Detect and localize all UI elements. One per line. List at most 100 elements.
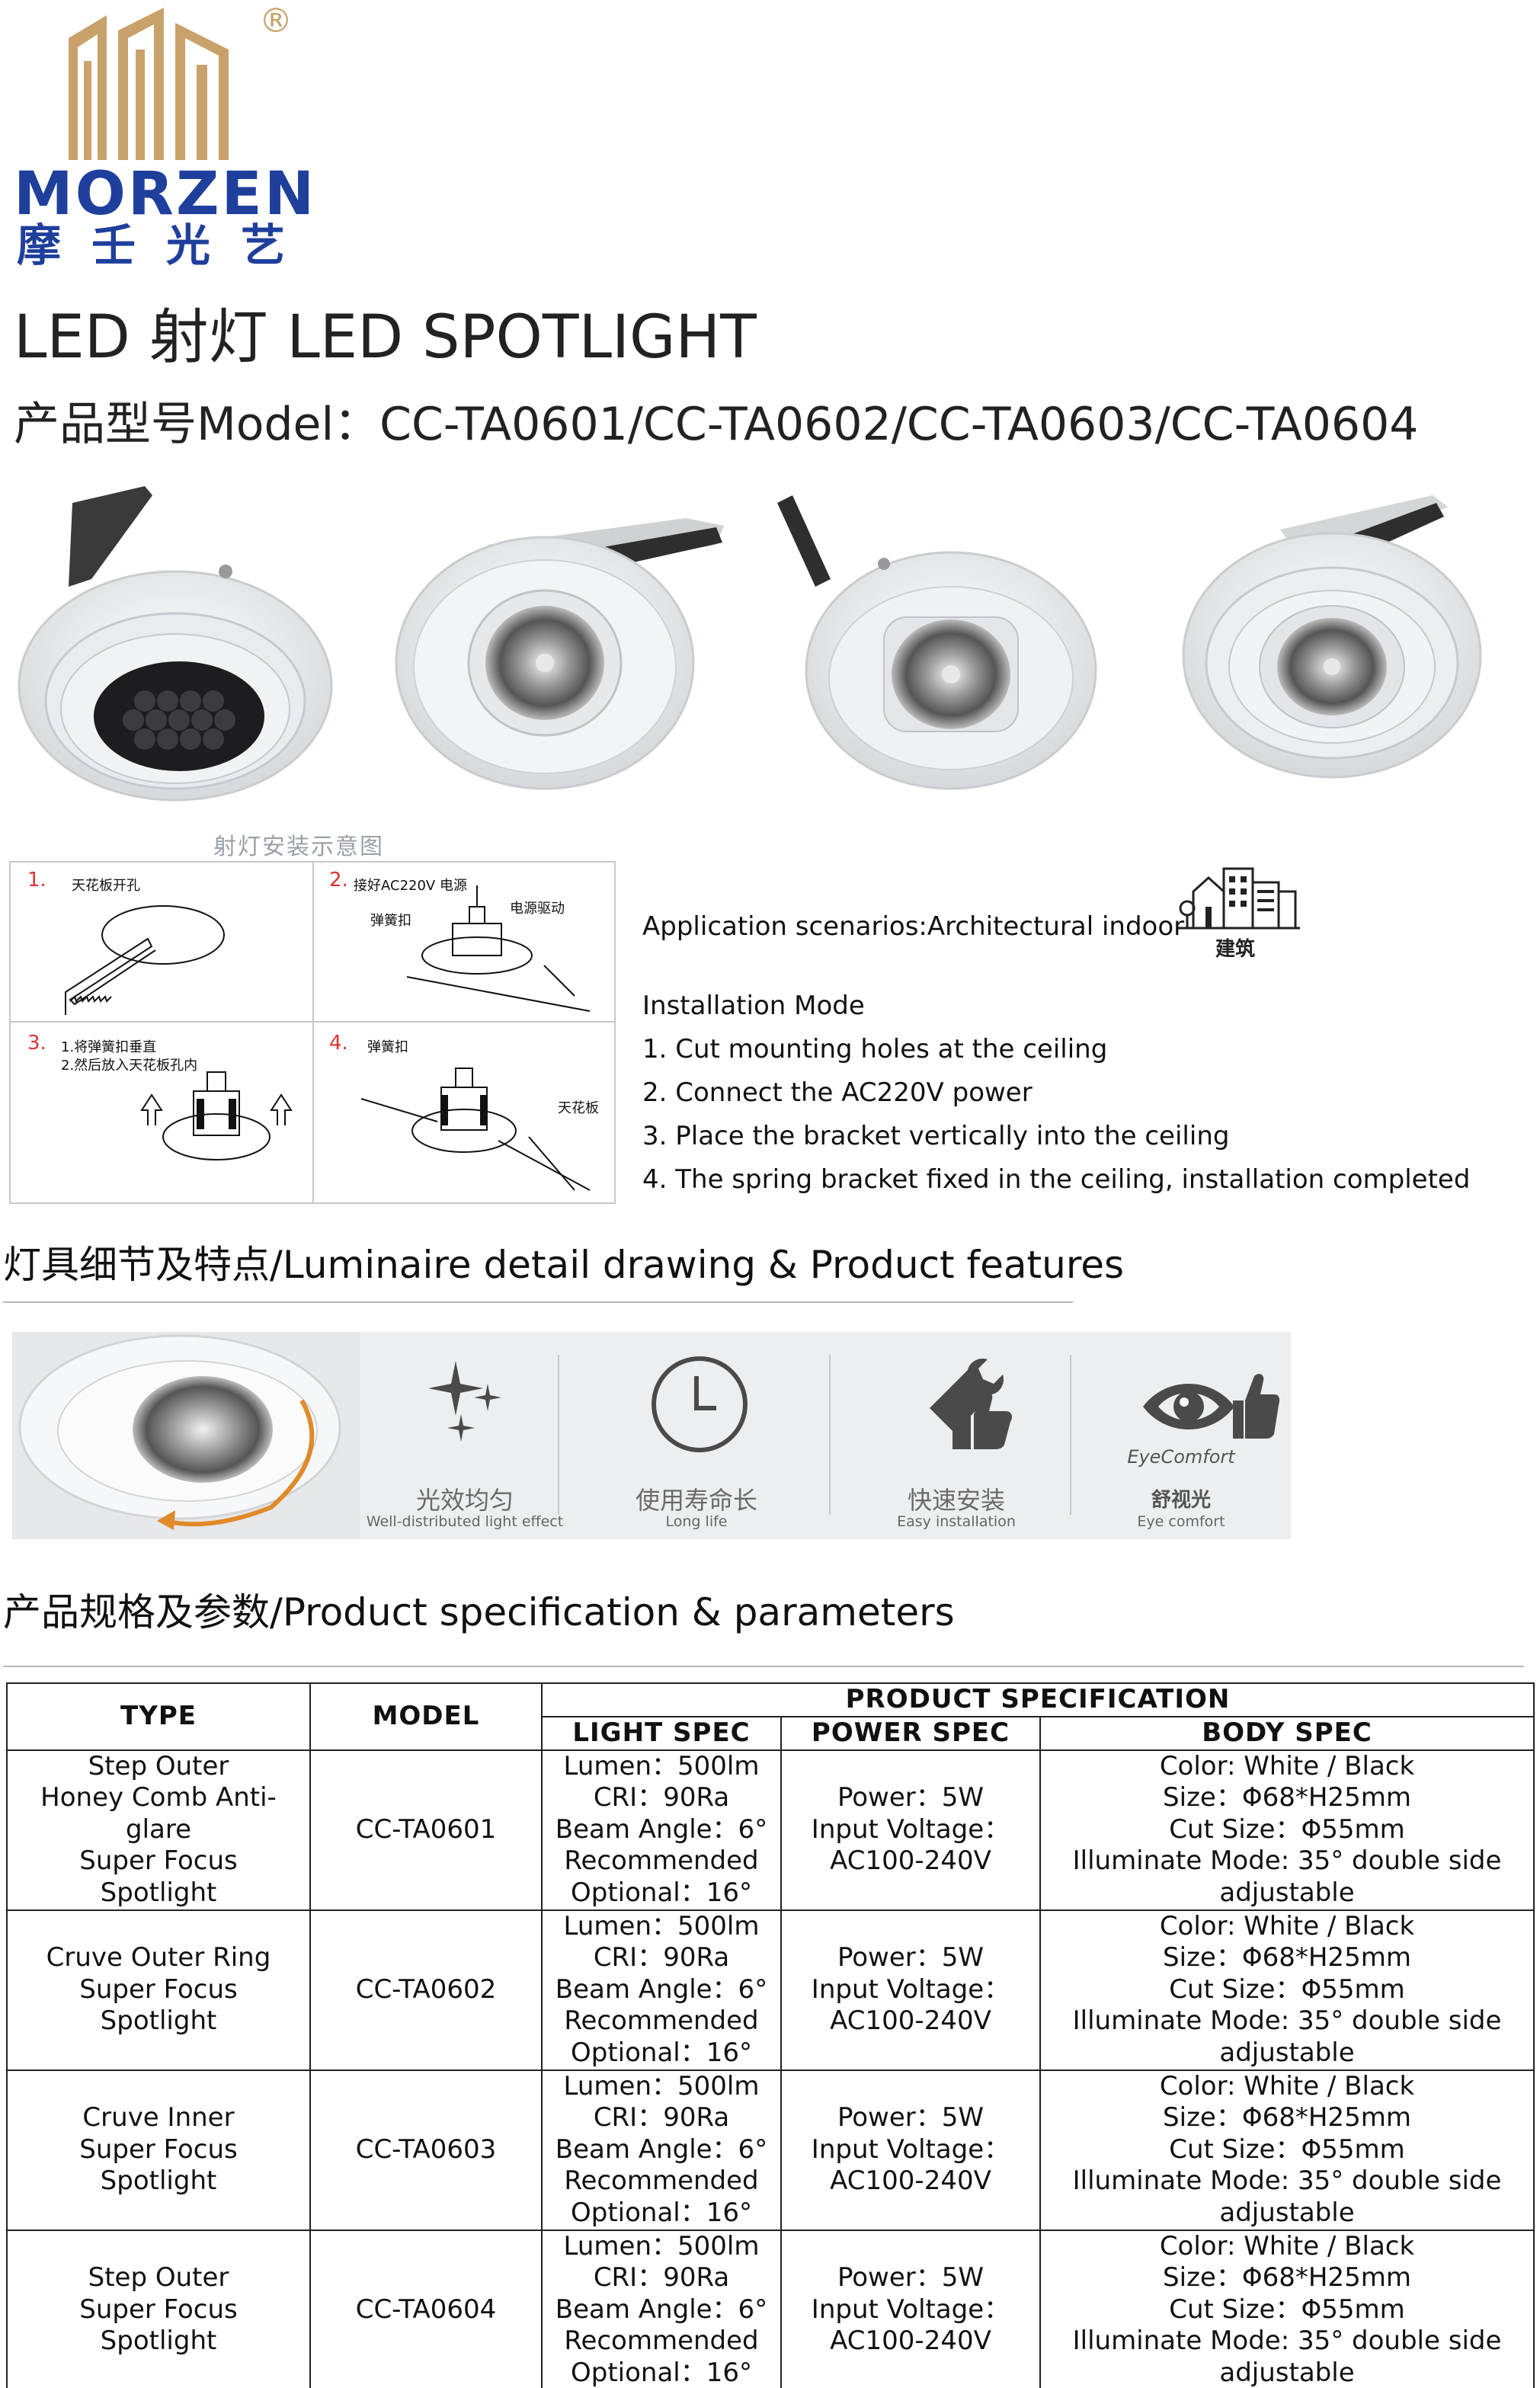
cell-body-spec-line: Color: White / Black [1159,1910,1415,1941]
installation-step-4: 4. The spring bracket fixed in the ceili… [642,1164,1471,1195]
cell-body-spec-line: adjustable [1219,2037,1355,2068]
cell-type-line: glare [125,1813,191,1845]
diagram-step-4-label-a: 天花板 [558,1100,599,1116]
feature-eye-comfort: EyeComfort 舒视光 Eye comfort [1071,1332,1291,1539]
feature-long-life: 使用寿命长 Long life [559,1332,834,1539]
cell-type-line: Step Outer [88,1750,229,1781]
cell-type-line: Spotlight [100,2005,217,2037]
header-product-spec: PRODUCT SPECIFICATION [541,1682,1535,1717]
cell-type-line: Step Outer [88,2262,229,2294]
installation-step-3: 3. Place the bracket vertically into the… [642,1121,1230,1151]
cell-body-spec-line: Size：Φ68*H25mm [1163,1942,1411,1973]
cell-light-spec-line: CRI：90Ra [593,2262,730,2294]
cell-light-spec-line: Lumen：500lm [563,2070,760,2102]
diagram-step-3-text: 1.将弹簧扣垂直 [61,1039,157,1055]
cell-model: CC-TA0602 [309,1909,543,2071]
feature-separator [829,1355,831,1515]
page-title: LED 射灯 LED SPOTLIGHT [14,303,757,372]
cell-light-spec-line: Recommended [564,2166,759,2197]
registered-mark: ® [259,2,293,40]
feature-uniform-light-en: Well-distributed light effect [366,1513,564,1530]
feature-easy-install: 快速安装 Easy installation [831,1332,1082,1539]
diagram-title: 射灯安装示意图 [213,834,384,860]
cell-light-spec-line: Optional：16° [570,2037,753,2068]
diagram-step-4-text: 弹簧扣 [367,1039,408,1055]
spec-heading: 产品规格及参数/Product specification & paramete… [3,1590,955,1634]
diagram-step-2-text: 接好AC220V 电源 [354,878,467,894]
installation-step-2: 2. Connect the AC220V power [642,1077,1033,1108]
cell-body-spec-line: Illuminate Mode: 35° double side [1072,1845,1502,1877]
diagram-step-3-text2: 2.然后放入天花板孔内 [61,1058,198,1074]
feature-eye-comfort-en: Eye comfort [1137,1513,1225,1530]
cell-power-spec-line: Input Voltage： [811,2294,1010,2325]
diagram-step-1-text: 天花板开孔 [72,878,140,894]
cell-light-spec-line: Lumen：500lm [563,1750,760,1781]
cell-light-spec-line: CRI：90Ra [593,1942,730,1973]
cell-type-line: Super Focus [79,1973,238,2005]
cell-power-spec-line: Power：5W [837,1782,985,1813]
feature-long-life-en: Long life [665,1513,728,1530]
spec-rule [3,1666,1524,1667]
cell-light-spec-line: Lumen：500lm [563,2230,760,2262]
cell-type-line: Spotlight [100,2326,217,2357]
cell-type-line: Super Focus [79,2294,238,2325]
cell-model: CC-TA0601 [309,1749,543,1911]
feature-uniform-light-cn: 光效均匀 [415,1486,514,1515]
header-model: MODEL [309,1682,543,1751]
cell-body-spec-line: Cut Size：Φ55mm [1169,2294,1405,2325]
building-label: 建筑 [1215,938,1256,961]
building-icon [1178,867,1300,930]
application-scenarios: Application scenarios:Architectural indo… [642,911,1185,942]
installation-step-1: 1. Cut mounting holes at the ceiling [642,1034,1108,1064]
cell-power-spec-line: AC100-240V [830,1845,991,1877]
product-photo-4 [1182,495,1482,779]
cell-body-spec-line: Cut Size：Φ55mm [1169,1813,1405,1845]
header-type: TYPE [6,1682,311,1751]
cell-body-spec-line: Size：Φ68*H25mm [1163,2102,1411,2134]
feature-easy-install-cn: 快速安装 [907,1486,1005,1515]
cell-type-line: Super Focus [79,1845,238,1877]
cell-body-spec-line: Color: White / Black [1159,1750,1415,1781]
cell-body-spec-line: Size：Φ68*H25mm [1163,1782,1411,1813]
feature-eye-comfort-cn: 舒视光 [1151,1489,1211,1512]
diagram-step-1-num: 1. [27,869,46,891]
cell-power-spec-line: AC100-240V [830,2326,991,2357]
cell-body-spec-line: adjustable [1219,1877,1355,1908]
features-heading: 灯具细节及特点/Luminaire detail drawing & Produ… [3,1243,1125,1287]
header-power-spec: POWER SPEC [780,1716,1041,1751]
diagram-step-2-label-b: 电源驱动 [510,901,565,917]
product-photo-3 [777,495,1097,790]
cell-body-spec-line: adjustable [1219,2357,1355,2388]
feature-easy-install-en: Easy installation [897,1513,1016,1530]
cell-type-line: Spotlight [100,1877,217,1908]
installation-heading: Installation Mode [642,991,865,1021]
feature-separator [1070,1355,1071,1515]
header-light-spec: LIGHT SPEC [541,1716,782,1751]
cell-body-spec-line: Cut Size：Φ55mm [1169,2134,1405,2165]
cell-body-spec-line: Color: White / Black [1159,2230,1415,2262]
cell-light-spec-line: Beam Angle：6° [555,1813,768,1845]
features-rule [3,1301,1073,1303]
feature-long-life-cn: 使用寿命长 [635,1486,757,1515]
cell-model: CC-TA0603 [309,2069,543,2231]
cell-body-spec-line: Size：Φ68*H25mm [1163,2262,1411,2294]
header-body-spec: BODY SPEC [1039,1716,1535,1751]
diagram-step-2-num: 2. [329,869,348,891]
cell-type-line: Super Focus [79,2134,238,2165]
logo-brand-cn: 摩壬光艺 [17,219,316,271]
feature-uniform-light: 光效均匀 Well-distributed light effect [360,1332,570,1539]
diagram-step-4-num: 4. [329,1032,348,1055]
